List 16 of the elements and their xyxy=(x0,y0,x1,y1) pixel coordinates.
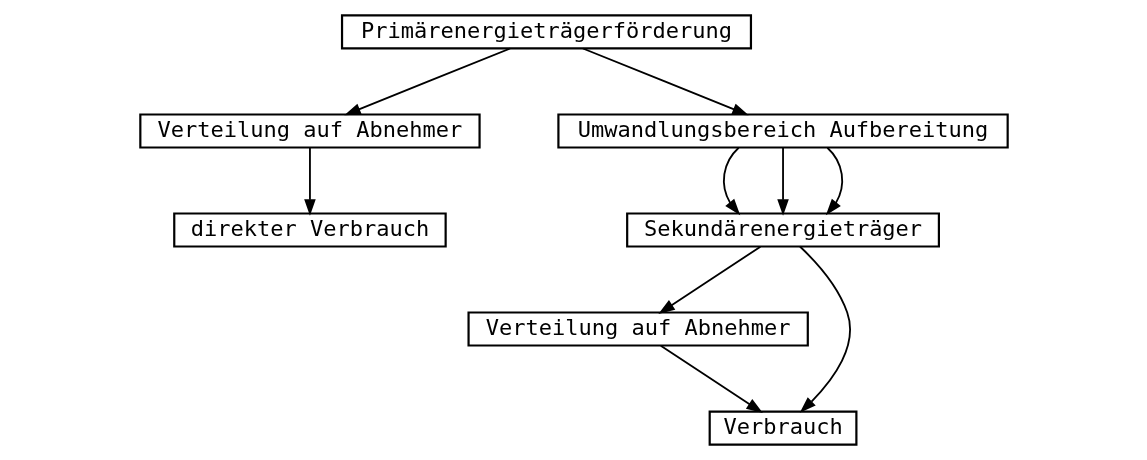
node-box: Verteilung auf Abnehmer xyxy=(466,311,809,347)
arrow xyxy=(303,146,316,216)
arrow xyxy=(798,245,851,413)
arrow xyxy=(343,47,511,116)
arrow xyxy=(776,146,789,216)
node-box: direkter Verbrauch xyxy=(172,212,447,248)
node-box: Primärenergieträgerförderung xyxy=(340,14,752,50)
arrow xyxy=(659,344,763,413)
node-box: Sekundärenergieträger xyxy=(625,212,940,248)
arrow xyxy=(657,245,761,314)
node-box: Verbrauch xyxy=(708,410,857,446)
arrow xyxy=(581,47,749,116)
node-box: Verteilung auf Abnehmer xyxy=(138,113,481,149)
node-box: Umwandlungsbereich Aufbereitung xyxy=(556,113,1009,149)
arrow xyxy=(722,146,740,216)
arrow xyxy=(825,146,843,216)
